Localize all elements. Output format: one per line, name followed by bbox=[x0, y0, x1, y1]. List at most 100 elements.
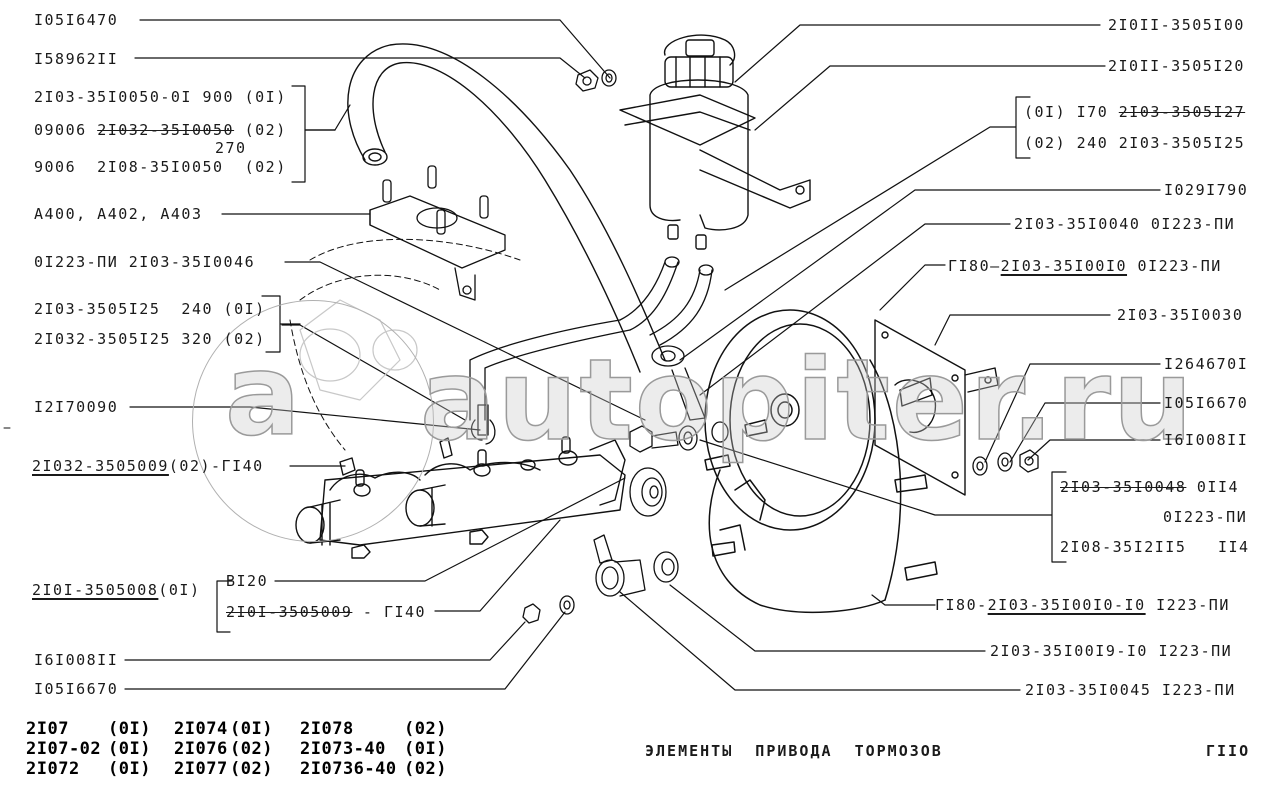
label-35I00I0-suffix: 0I223-ПИ bbox=[1127, 257, 1222, 275]
part-label-3505I27: (0I) I70 2I03-3505I27 bbox=[1024, 103, 1245, 121]
model-variant: (0I) bbox=[230, 719, 273, 739]
model-variant: (0I) bbox=[108, 759, 151, 779]
label-2I0I-3505008-code: 2I0I-3505008 bbox=[32, 581, 159, 599]
hose-variant-2-struck: 2I032-35I0050 bbox=[97, 121, 235, 139]
label-3505I27-struck: 2I03-3505I27 bbox=[1118, 103, 1246, 121]
right-washers bbox=[972, 449, 1039, 476]
part-label-hose-variant-2: 09006 2I032-35I0050 (02) bbox=[34, 121, 287, 139]
model-variant: (0I) bbox=[108, 719, 151, 739]
flange-plate bbox=[874, 319, 999, 496]
part-label-hose-variant-1: 2I03-35I0050-0I 900 (0I) bbox=[34, 88, 287, 106]
part-label-I6I008II-left: I6I008II bbox=[34, 651, 119, 669]
label-35I00I0-I0-code: 2I03-35I00I0-I0 bbox=[987, 596, 1146, 614]
part-label-hose-variant-3: 9006 2I08-35I0050 (02) bbox=[34, 158, 287, 176]
leader-lines-right bbox=[619, 24, 1161, 691]
part-label-2I03-35I0046: 0I223-ПИ 2I03-35I0046 bbox=[34, 253, 256, 271]
leader-I029I790 bbox=[679, 189, 1161, 361]
watermark-logo bbox=[192, 300, 434, 542]
label-2I032-3505009-code: 2I032-3505009 bbox=[32, 457, 169, 475]
part-label-I029I790: I029I790 bbox=[1164, 181, 1249, 199]
leader-BI20 bbox=[274, 477, 626, 582]
part-label-2I0I-3505008: 2I0I-3505008(0I) bbox=[32, 581, 201, 599]
reservoir bbox=[619, 34, 811, 250]
leader-2I03-35I00I0 bbox=[879, 264, 946, 311]
leader-2I03-35I00I9-I0 bbox=[669, 584, 986, 652]
model-name: 2I072 bbox=[26, 759, 80, 779]
label-2I032-3505009-suffix: (02)-ГI40 bbox=[168, 457, 264, 475]
middle-fittings bbox=[522, 345, 729, 624]
leader-I05I6470 bbox=[139, 19, 611, 79]
hose-variant-2-prefix: 09006 bbox=[34, 121, 98, 139]
leader-I264670I bbox=[984, 363, 1161, 463]
part-label-hose-length: 270 bbox=[215, 139, 247, 157]
label-2I0I-3505009-suffix: - ГI40 bbox=[352, 603, 427, 621]
leader-2I03-35I00I0-I0 bbox=[871, 594, 936, 606]
part-label-2I0I-3505009: 2I0I-3505009 - ГI40 bbox=[226, 603, 426, 621]
leader-0I223-2I03-35I0046 bbox=[284, 261, 646, 421]
model-name: 2I078 bbox=[300, 719, 354, 739]
model-name: 2I077 bbox=[174, 759, 228, 779]
model-name: 2I076 bbox=[174, 739, 228, 759]
model-name: 2I073-40 bbox=[300, 739, 386, 759]
leader-2I03-35I0045 bbox=[619, 591, 1021, 691]
model-variant: (02) bbox=[230, 759, 273, 779]
page-code: ГIIО bbox=[1206, 742, 1251, 760]
part-label-2I032-3505009: 2I032-3505009(02)-ГI40 bbox=[32, 457, 264, 475]
part-label-2I03-35I00I0: ГI80—2I03-35I00I0 0I223-ПИ bbox=[948, 257, 1222, 275]
hose-clip bbox=[470, 404, 496, 445]
part-label-2I03-35I0045: 2I03-35I0045 I223-ПИ bbox=[1025, 681, 1236, 699]
diagram-title: ЭЛЕМЕНТЫ ПРИВОДА ТОРМОЗОВ bbox=[645, 742, 943, 760]
model-variant: (0I) bbox=[108, 739, 151, 759]
mounting-bracket bbox=[369, 165, 506, 301]
model-name: 2I07 bbox=[26, 719, 69, 739]
part-label-2I03-35I00I9-I0: 2I03-35I00I9-I0 I223-ПИ bbox=[990, 642, 1233, 660]
part-label-2I03-35I0040: 2I03-35I0040 0I223-ПИ bbox=[1014, 215, 1236, 233]
part-label-I264670I: I264670I bbox=[1164, 355, 1249, 373]
part-label-2I08-35I2II5: 2I08-35I2II5 II4 bbox=[1060, 538, 1250, 556]
part-label-2I032-3505I25-320: 2I032-3505I25 320 (02) bbox=[34, 330, 266, 348]
model-name: 2I07-02 bbox=[26, 739, 102, 759]
model-variant: (0I) bbox=[404, 739, 447, 759]
label-35I00I0-I0-prefix: ГI80- bbox=[935, 596, 988, 614]
label-2I0I-3505009-struck: 2I0I-3505009 bbox=[226, 603, 353, 621]
watermark-text: autopiter.ru bbox=[419, 336, 1195, 466]
watermark-logo-letter: a bbox=[224, 331, 303, 461]
label-35I00I0-prefix: ГI80— bbox=[948, 257, 1001, 275]
long-hose bbox=[347, 43, 666, 373]
model-name: 2I074 bbox=[174, 719, 228, 739]
part-label-2I0II-3505I00: 2I0II-3505I00 bbox=[1108, 16, 1245, 34]
model-variant: (02) bbox=[404, 759, 447, 779]
part-label-2I03-35I0030: 2I03-35I0030 bbox=[1117, 306, 1244, 324]
leader-2I0II-3505I00 bbox=[734, 24, 1101, 83]
leader-2I0II-3505I20 bbox=[754, 65, 1106, 131]
label-3505I27-prefix: (0I) I70 bbox=[1024, 103, 1119, 121]
part-label-0I223-PI: 0I223-ПИ bbox=[1163, 508, 1248, 526]
nut-washer-top bbox=[575, 69, 617, 92]
leader-2I03-35I0030 bbox=[934, 314, 1111, 346]
model-name: 2I0736-40 bbox=[300, 759, 397, 779]
part-label-I05I6470: I05I6470 bbox=[34, 11, 119, 29]
part-label-BI20: BI20 bbox=[226, 572, 269, 590]
part-label-I58962II: I58962II bbox=[34, 50, 119, 68]
label-2I0I-3505008-suffix: (0I) bbox=[158, 581, 201, 599]
leader-I6I008II-left bbox=[124, 621, 526, 661]
part-label-2I03-3505I25-240: 2I03-3505I25 240 (0I) bbox=[34, 300, 266, 318]
vacuum-booster bbox=[704, 309, 938, 614]
leader-I05I6670-right bbox=[1009, 402, 1161, 463]
bracket-35I0048 bbox=[699, 439, 1067, 563]
leader-2I0I-3505009 bbox=[434, 519, 561, 612]
leader-I58962II bbox=[134, 57, 586, 79]
part-label-2I0II-3505I20: 2I0II-3505I20 bbox=[1108, 57, 1245, 75]
model-variant: (02) bbox=[404, 719, 447, 739]
part-label-I6I008II-right: I6I008II bbox=[1164, 431, 1249, 449]
part-label-A400: А400, А402, А403 bbox=[34, 205, 203, 223]
part-label-I2I70090: I2I70090 bbox=[34, 398, 119, 416]
label-35I0048-suffix: 0II4 bbox=[1186, 478, 1240, 496]
label-35I00I0-code: 2I03-35I00I0 bbox=[1000, 257, 1128, 275]
label-35I00I0-I0-suffix: I223-ПИ bbox=[1145, 596, 1230, 614]
part-label-I05I6670-left: I05I6670 bbox=[34, 680, 119, 698]
bracket-3505I27 bbox=[724, 96, 1031, 291]
part-label-I05I6670-right: I05I6670 bbox=[1164, 394, 1249, 412]
leader-2I03-35I0040 bbox=[699, 223, 1011, 396]
label-35I0048-struck: 2I03-35I0048 bbox=[1060, 478, 1187, 496]
